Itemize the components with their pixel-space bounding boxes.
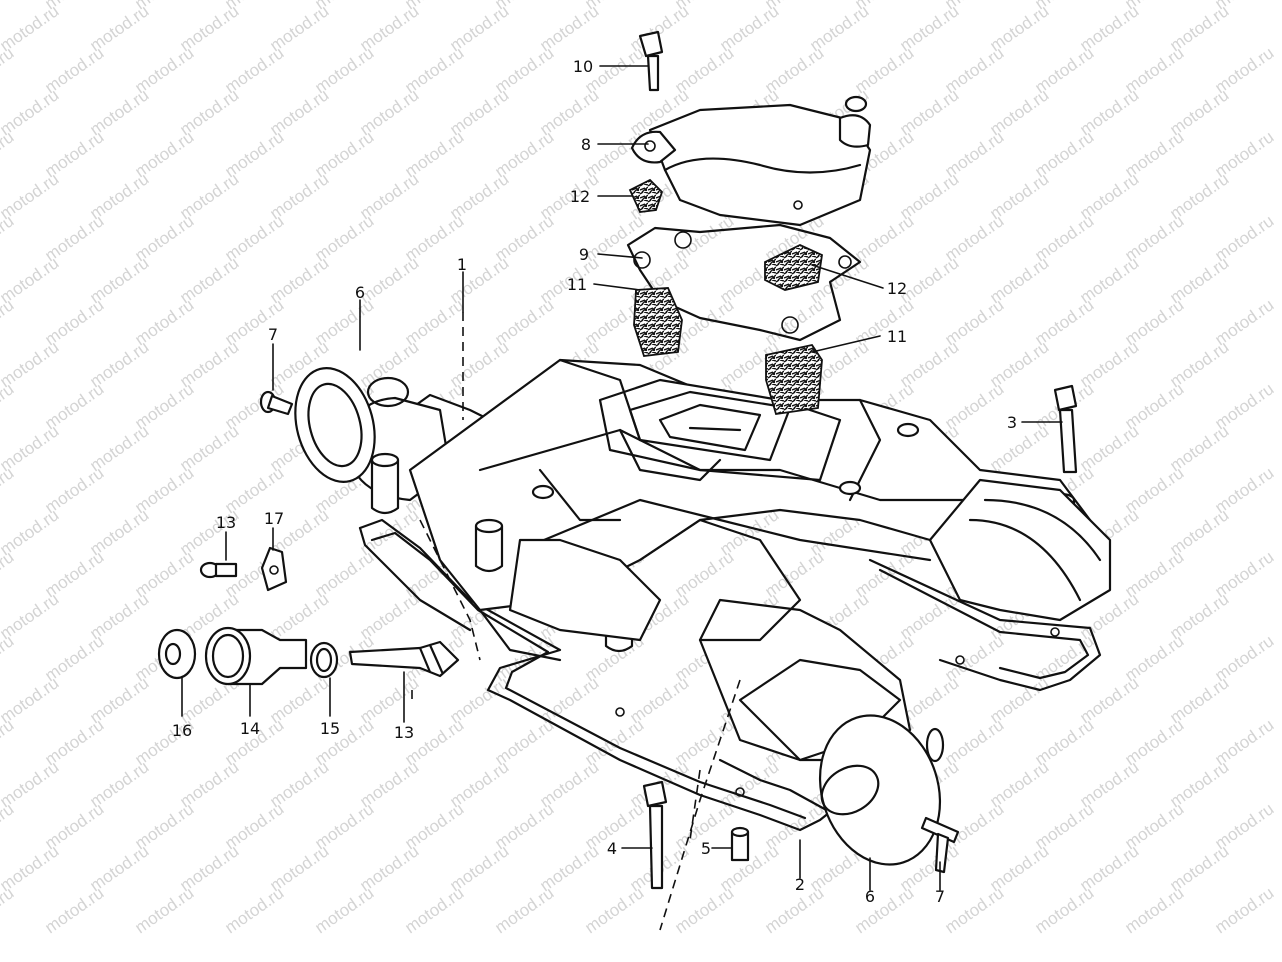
bolt-7-left <box>259 390 294 416</box>
watermark-text: motod.ru <box>0 0 17 13</box>
callout-9: 9 <box>579 245 589 264</box>
watermark-text: motod.ru <box>0 169 62 223</box>
shaft-13 <box>348 640 460 678</box>
watermark-text: motod.ru <box>131 883 197 937</box>
watermark-text: motod.ru <box>1211 883 1277 937</box>
bolt-3 <box>1053 384 1078 474</box>
watermark-text: motod.ru <box>0 127 17 181</box>
watermark-text: motod.ru <box>0 757 62 811</box>
watermark-text: motod.ru <box>0 253 62 307</box>
watermark-text: motod.ru <box>0 505 62 559</box>
watermark-text: motod.ru <box>0 337 62 391</box>
callout-11-left: 11 <box>567 275 587 294</box>
callout-13-shaft: 13 <box>394 723 414 742</box>
watermark-text: motod.ru <box>0 799 17 853</box>
callout-15: 15 <box>320 719 340 738</box>
main-housing <box>294 358 1112 866</box>
watermark-text: motod.ru <box>0 883 17 937</box>
oring-15 <box>309 641 339 679</box>
watermark-text: motod.ru <box>0 43 17 97</box>
watermark-text: motod.ru <box>0 421 62 475</box>
callout-8: 8 <box>581 135 591 154</box>
watermark-text: motod.ru <box>1031 883 1097 937</box>
callout-7-left: 7 <box>268 325 278 344</box>
bracket-17 <box>260 546 288 592</box>
callout-13-bolt: 13 <box>216 513 236 532</box>
callout-1: 1 <box>457 255 467 274</box>
callout-12-right: 12 <box>887 279 907 298</box>
watermark-text: motod.ru <box>41 883 107 937</box>
watermark-text: motod.ru <box>0 841 62 895</box>
watermark-text: motod.ru <box>0 547 17 601</box>
watermark-text: motod.ru <box>581 883 647 937</box>
watermark-text: motod.ru <box>401 883 467 937</box>
top-cover <box>630 95 872 227</box>
lower-gasket <box>358 518 1102 832</box>
watermark-text: motod.ru <box>0 673 62 727</box>
callout-11-right: 11 <box>887 327 907 346</box>
bolt-13-small <box>199 561 238 579</box>
bushing-14 <box>204 626 308 686</box>
watermark-text: motod.ru <box>0 715 17 769</box>
watermark-text: motod.ru <box>0 295 17 349</box>
watermark-text: motod.ru <box>311 883 377 937</box>
pin-5 <box>730 826 750 862</box>
watermark-text: motod.ru <box>0 463 17 517</box>
callout-17: 17 <box>264 509 284 528</box>
callout-12-left: 12 <box>570 187 590 206</box>
rubber-pads <box>628 178 823 416</box>
watermark-text: motod.ru <box>0 379 17 433</box>
callout-labels: 1 2 3 4 5 6 6 7 7 8 9 10 11 11 12 12 13 … <box>172 57 1017 906</box>
callout-2: 2 <box>795 875 805 894</box>
watermark-text: motod.ru <box>671 883 737 937</box>
callout-6-left: 6 <box>355 283 365 302</box>
alignment-lines <box>411 312 741 931</box>
callout-7-right: 7 <box>935 887 945 906</box>
watermark-text: motod.ru <box>0 1 62 55</box>
callout-14: 14 <box>240 719 260 738</box>
watermark-text: motod.ru <box>0 589 62 643</box>
watermark-text: motod.ru <box>941 883 1007 937</box>
watermark-text: motod.ru <box>221 883 287 937</box>
watermark-text: motod.ru <box>491 883 557 937</box>
callout-4: 4 <box>607 839 617 858</box>
bolt-10 <box>638 30 664 92</box>
bolt-7-right <box>920 816 960 874</box>
cap-16 <box>157 628 197 680</box>
callout-6-right: 6 <box>865 887 875 906</box>
bolt-4 <box>642 780 668 890</box>
leader-lines <box>181 65 1063 891</box>
watermark-text: motod.ru <box>0 85 62 139</box>
callout-3: 3 <box>1007 413 1017 432</box>
callout-16: 16 <box>172 721 192 740</box>
watermark-text: motod.ru <box>0 211 17 265</box>
watermark-text: motod.ru <box>1121 883 1187 937</box>
callout-10: 10 <box>573 57 593 76</box>
watermark-text: motod.ru <box>0 631 17 685</box>
watermark-text: motod.ru <box>851 883 917 937</box>
callout-5: 5 <box>701 839 711 858</box>
